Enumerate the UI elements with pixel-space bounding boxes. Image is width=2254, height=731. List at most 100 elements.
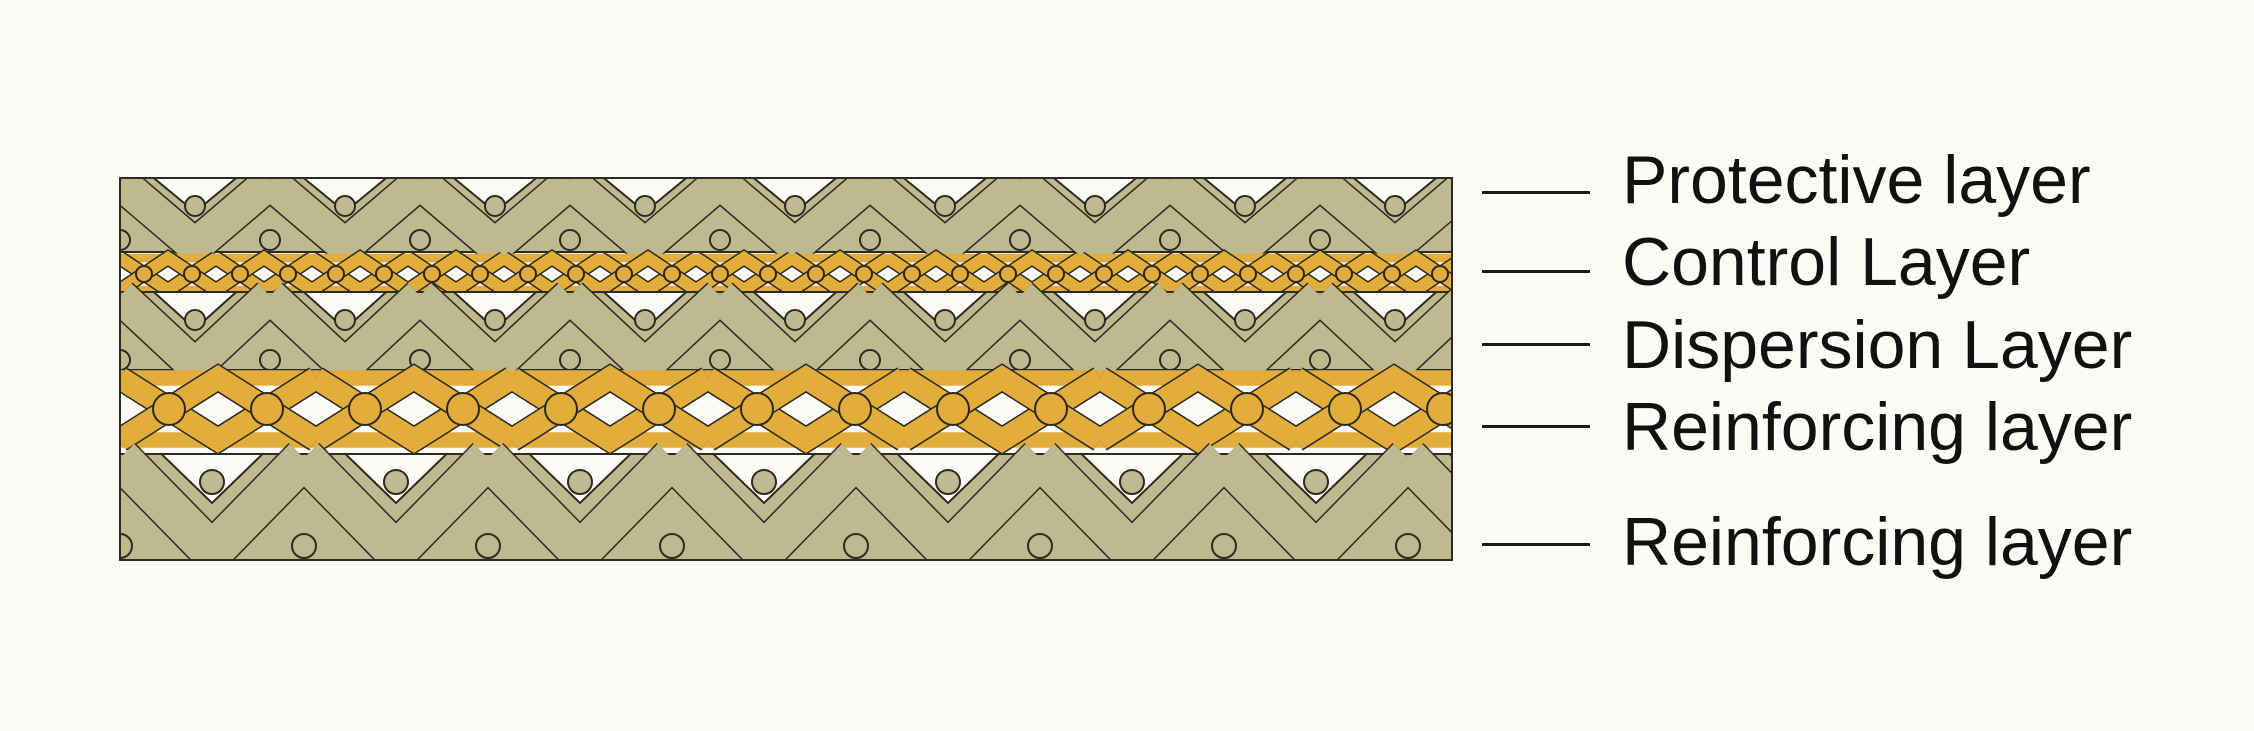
control-layer-band-node	[183, 265, 201, 283]
reinforcing-layer-lower-band-node	[1119, 469, 1145, 495]
control-layer-band-node	[40, 266, 56, 282]
control-layer-band-node	[1047, 265, 1065, 283]
control-layer-band-node	[1191, 265, 1209, 283]
reinforcing-layer-upper-band-node	[1525, 393, 1557, 425]
reinforcing-layer-upper-band-node	[348, 392, 382, 426]
dispersion-layer-band-node	[484, 309, 506, 331]
dispersion-layer-band-node	[1234, 309, 1256, 331]
dispersion-layer-band-node	[709, 349, 731, 371]
protective-layer-band-node	[1309, 229, 1331, 251]
leader-line-protective-layer	[1482, 191, 1590, 194]
control-layer-band-node	[375, 265, 393, 283]
dispersion-layer-band-node	[1009, 349, 1031, 371]
control-layer-band-node	[1335, 265, 1353, 283]
dispersion-layer-band-node	[784, 309, 806, 331]
dispersion-layer-band-node	[1159, 349, 1181, 371]
control-layer-band-node	[423, 265, 441, 283]
reinforcing-layer-upper-band-node	[936, 392, 970, 426]
reinforcing-layer-lower-band-node	[1488, 470, 1512, 494]
reinforcing-layer-upper-band-strand-1	[120, 364, 1452, 450]
control-layer-band-node	[1431, 265, 1449, 283]
layer-stack	[0, 178, 1587, 560]
reinforcing-layer-lower-band-node	[751, 469, 777, 495]
control-layer-band-node	[1480, 266, 1496, 282]
protective-layer-band-node	[1159, 229, 1181, 251]
control-layer-band-node	[1095, 265, 1113, 283]
reinforcing-layer-upper-band-node	[1132, 392, 1166, 426]
control-layer-band-node	[759, 265, 777, 283]
control-layer-band-node	[855, 265, 873, 283]
control-layer-band-node	[1143, 265, 1161, 283]
reinforcing-layer-upper-band-node	[1230, 392, 1264, 426]
dispersion-layer-band	[4, 282, 1587, 392]
dispersion-layer-band-node	[1384, 309, 1406, 331]
protective-layer-band-node	[120, 229, 131, 251]
reinforcing-layer-lower-band-node	[1303, 469, 1329, 495]
protective-layer-band-node	[409, 229, 431, 251]
reinforcing-layer-lower-band-node	[16, 470, 40, 494]
control-layer-band-node	[615, 265, 633, 283]
reinforcing-layer-upper-band	[55, 363, 1557, 455]
control-layer-band-node	[327, 265, 345, 283]
reinforcing-layer-lower-band-node	[1211, 533, 1237, 559]
reinforcing-layer-upper-band-node	[838, 392, 872, 426]
dispersion-layer-band-node	[1460, 350, 1480, 370]
control-layer-band-node	[903, 265, 921, 283]
reinforcing-layer-lower-band-node	[567, 469, 593, 495]
control-layer-band-node	[135, 265, 153, 283]
reinforcing-layer-lower-band-node	[199, 469, 225, 495]
protective-layer-band-node	[1084, 195, 1106, 217]
label-dispersion-layer: Dispersion Layer	[1622, 307, 2133, 383]
dispersion-layer-band-node	[634, 309, 656, 331]
protective-layer-band-node	[634, 195, 656, 217]
protective-layer-band-node	[859, 229, 881, 251]
protective-layer-band-notch	[4, 178, 87, 212]
dispersion-layer-band-node	[184, 309, 206, 331]
leader-line-reinforcing-layer-lower	[1482, 543, 1590, 546]
protective-layer-band-node	[934, 195, 956, 217]
reinforcing-layer-upper-band-node	[1328, 392, 1362, 426]
dispersion-layer-band-node	[1535, 310, 1555, 330]
protective-layer-band-node	[259, 229, 281, 251]
dispersion-layer-band-node	[1309, 349, 1331, 371]
dispersion-layer-band-node	[120, 349, 131, 371]
dispersion-layer-band-node	[334, 309, 356, 331]
protective-layer-band-wave	[120, 178, 1452, 269]
leader-line-reinforcing-layer-upper	[1482, 425, 1590, 428]
protective-layer-band-node	[184, 195, 206, 217]
control-layer-band-node	[567, 265, 585, 283]
dispersion-layer-band-notch	[4, 292, 87, 329]
dispersion-layer-band-node	[259, 349, 281, 371]
dispersion-layer-band-node	[1084, 309, 1106, 331]
reinforcing-layer-upper-band-node	[740, 392, 774, 426]
reinforcing-layer-lower-band-notch	[0, 454, 79, 503]
reinforcing-layer-upper-band-node	[55, 393, 87, 425]
dispersion-layer-band-notch	[1504, 292, 1587, 329]
protective-layer-band-node	[709, 229, 731, 251]
protective-layer-band-node	[559, 229, 581, 251]
reinforcing-layer-upper-band-node	[1034, 392, 1068, 426]
control-layer-band-node	[999, 265, 1017, 283]
dispersion-layer-band-node	[559, 349, 581, 371]
reinforcing-layer-lower-band-node	[475, 533, 501, 559]
protective-layer-band-node	[1234, 195, 1256, 217]
control-layer-band-node	[1383, 265, 1401, 283]
dispersion-layer-band-node	[35, 310, 55, 330]
reinforcing-layer-lower-band-node	[659, 533, 685, 559]
reinforcing-layer-lower-band-notch	[1446, 453, 1452, 458]
reinforcing-layer-upper-band-node	[152, 392, 186, 426]
control-layer-band	[40, 248, 1544, 300]
control-layer-band-node	[471, 265, 489, 283]
protective-layer-band-notch	[1504, 178, 1587, 212]
control-layer-band-node	[1528, 266, 1544, 282]
control-layer-band-strand-1	[120, 250, 1452, 295]
control-layer-band-node	[951, 265, 969, 283]
control-layer-band-node	[711, 265, 729, 283]
reinforcing-layer-upper-band-node	[642, 392, 676, 426]
protective-layer-band-node	[784, 195, 806, 217]
control-layer-band-node	[1239, 265, 1257, 283]
control-layer-band-node	[1287, 265, 1305, 283]
reinforcing-layer-upper-band-node	[250, 392, 284, 426]
protective-layer-band-node	[1535, 196, 1555, 216]
